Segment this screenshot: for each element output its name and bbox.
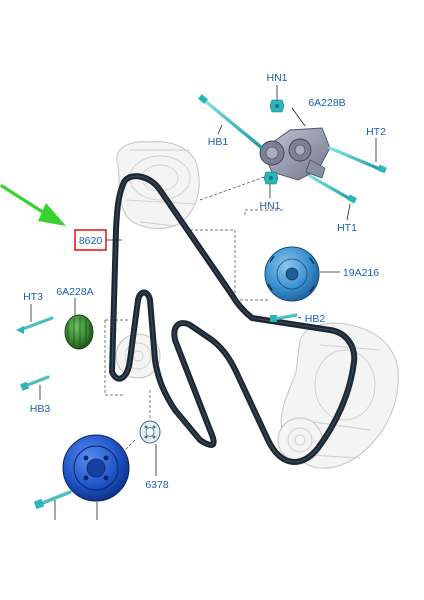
pump-pulley-19a216 [264, 246, 320, 302]
drive-belt-8620 [109, 173, 358, 465]
label-8620[interactable]: 8620 [79, 235, 103, 247]
label-ht2[interactable]: HT2 [366, 126, 386, 138]
idler-pulley-6a228a [64, 314, 94, 350]
label-hb2[interactable]: HB2 [305, 313, 326, 325]
label-19a216[interactable]: 19A216 [343, 267, 379, 279]
label-6a228a[interactable]: 6A228A [56, 286, 93, 298]
leader-lines [30, 85, 377, 520]
part-labels: HN1 6A228B HB1 HT2 HN1 HT1 8620 19A216 H… [23, 72, 386, 491]
label-hn1-top[interactable]: HN1 [266, 72, 287, 84]
label-ht3[interactable]: HT3 [23, 291, 43, 303]
label-6378[interactable]: 6378 [145, 479, 169, 491]
label-hn1-bottom[interactable]: HN1 [259, 200, 280, 212]
assembly-guide-lines [104, 174, 285, 461]
bolt-icon [16, 94, 387, 510]
trigger-wheel-6378 [139, 420, 161, 444]
belt-part-highlight-box [74, 229, 107, 251]
ghost-compressor [277, 322, 399, 469]
nut-icon [263, 99, 285, 185]
label-6a228b[interactable]: 6A228B [308, 97, 345, 109]
crankshaft-pulley [62, 434, 130, 502]
label-hb3[interactable]: HB3 [30, 403, 51, 415]
green-callout-arrow [0, 184, 66, 226]
label-hb1[interactable]: HB1 [208, 136, 229, 148]
label-ht1[interactable]: HT1 [337, 222, 357, 234]
